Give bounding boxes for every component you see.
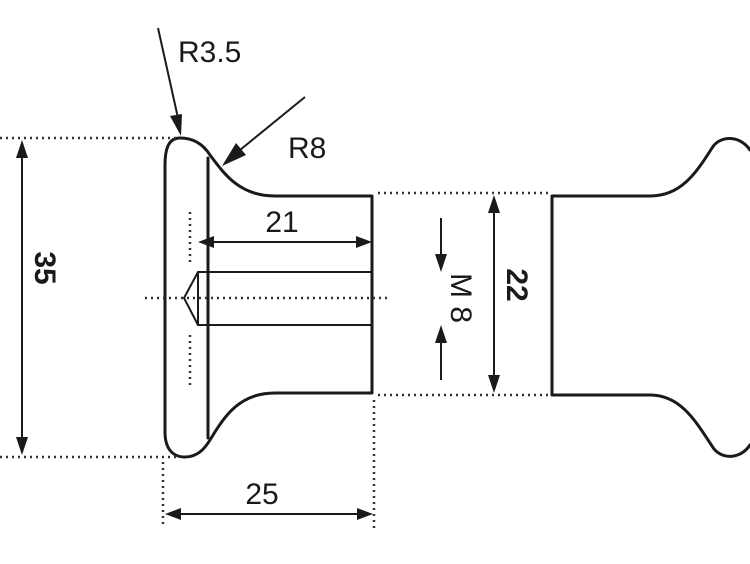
dim-25-label: 25 <box>245 478 278 511</box>
dim-25-arrow-right <box>357 508 373 520</box>
m8-arrow-top <box>435 254 447 272</box>
dim-22-arrow-top <box>488 195 500 213</box>
dim-21-arrow-left <box>198 236 214 248</box>
dim-22-arrow-bottom <box>488 375 500 393</box>
dim-35-arrow-bottom <box>16 437 28 455</box>
r8-arrow <box>222 143 246 166</box>
left-part-outline <box>163 136 374 459</box>
dim-25-arrow-left <box>165 508 181 520</box>
dim-35-label: 35 <box>28 251 61 284</box>
m8-arrow-bottom <box>435 325 447 343</box>
r35-label: R3.5 <box>178 36 241 69</box>
m8-label: M 8 <box>444 273 477 323</box>
dim-21-label: 21 <box>265 206 298 239</box>
dim-21-arrow-right <box>356 236 372 248</box>
dim-22-label: 22 <box>500 268 533 301</box>
threaded-hole <box>182 271 372 326</box>
right-part-outline <box>550 137 750 458</box>
r8-label: R8 <box>288 132 326 165</box>
r35-leader <box>157 27 179 119</box>
dim-35-arrow-top <box>16 140 28 158</box>
r8-leader <box>239 96 306 151</box>
r35-arrow <box>170 114 182 136</box>
